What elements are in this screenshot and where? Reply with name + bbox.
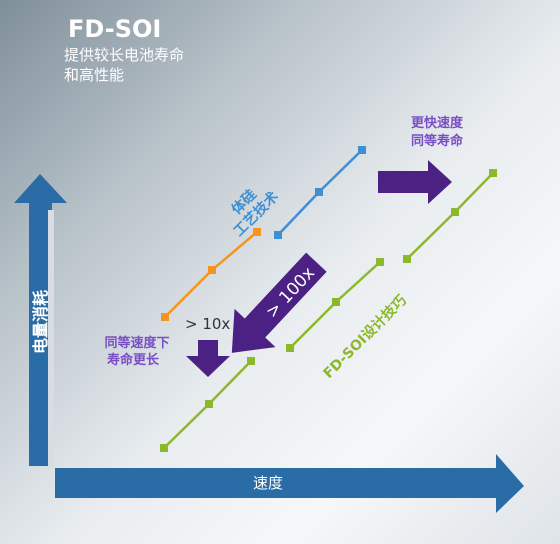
y-axis-shadow bbox=[48, 210, 54, 468]
longer-life-line-1: 同等速度下 bbox=[104, 335, 169, 351]
bulk-orange-point bbox=[253, 228, 261, 236]
bulk-blue-point bbox=[358, 146, 366, 154]
fdsoi-upper-point bbox=[489, 169, 497, 177]
subtitle-line-1: 提供较长电池寿命 bbox=[64, 46, 184, 64]
bulk-orange-point bbox=[208, 266, 216, 274]
fdsoi-lower-point bbox=[160, 444, 168, 452]
x-axis-label: 速度 bbox=[253, 474, 283, 492]
x-axis-arrow bbox=[55, 454, 524, 513]
faster-speed-line-2: 同等寿命 bbox=[411, 133, 464, 149]
diagram-title: FD-SOI bbox=[68, 15, 161, 43]
bulk-blue-point bbox=[274, 231, 282, 239]
fdsoi-lower-point bbox=[205, 400, 213, 408]
longer-life-line-2: 寿命更长 bbox=[107, 352, 160, 368]
reduction-100x-arrow: > 100x bbox=[231, 252, 327, 353]
fdsoi-middle-point bbox=[332, 298, 340, 306]
y-axis-label: 电量消耗 bbox=[31, 290, 50, 354]
factor-10x-label: > 10x bbox=[185, 315, 230, 333]
fdsoi-middle-point bbox=[376, 258, 384, 266]
fdsoi-lower-point bbox=[247, 357, 255, 365]
fdsoi-upper-point bbox=[403, 255, 411, 263]
faster-speed-line-1: 更快速度 bbox=[411, 115, 464, 131]
fdsoi-upper-point bbox=[451, 208, 459, 216]
faster-speed-arrow bbox=[378, 160, 452, 204]
longer-life-arrow bbox=[186, 340, 230, 377]
bulk-orange-point bbox=[161, 313, 169, 321]
bulk-orange-line bbox=[164, 231, 258, 318]
bulk-blue-point bbox=[315, 188, 323, 196]
subtitle-line-2: 和高性能 bbox=[64, 66, 124, 84]
bulk-process-label: 体硅 工艺技术 bbox=[228, 186, 282, 240]
y-axis-arrow bbox=[14, 174, 67, 466]
fdsoi-middle-point bbox=[286, 344, 294, 352]
